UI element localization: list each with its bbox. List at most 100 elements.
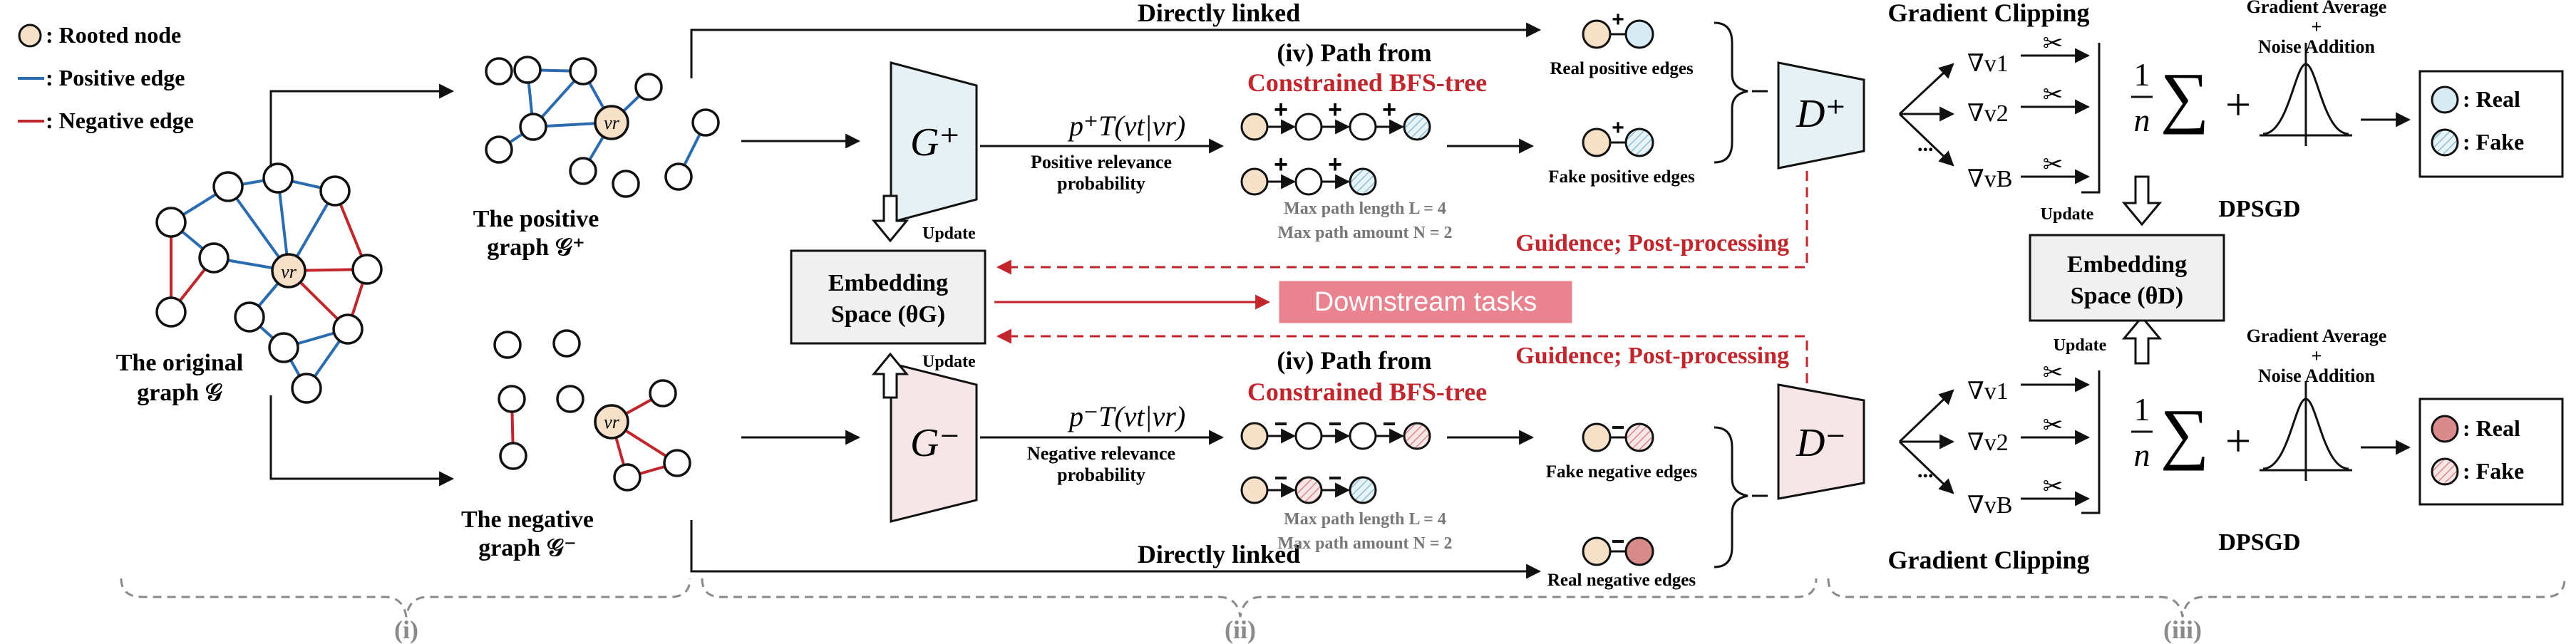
real-label-bottom: : Real — [2463, 415, 2520, 441]
real-label-top: : Real — [2463, 86, 2520, 112]
scissors-icons-bottom: ✂ ✂ ✂ — [2043, 358, 2064, 501]
positive-root-label: vr — [604, 113, 620, 133]
legend-rooted-node: : Rooted node — [46, 22, 181, 48]
generator-positive: G⁺ — [890, 61, 978, 224]
positive-graph-label-2: graph 𝒢⁺ — [487, 234, 585, 261]
section-label-i: (i) — [394, 616, 418, 644]
neg-path-1 — [1240, 422, 1431, 450]
grad-v2-bottom: ∇v2 — [1967, 430, 2009, 456]
neg-prob-formula: p⁻T(vt|vr) — [1067, 400, 1185, 432]
disc-update-top: Update — [2041, 205, 2094, 224]
svg-text:+: + — [1274, 96, 1288, 123]
fake-positive-edges-label: Fake positive edges — [1548, 167, 1695, 187]
real-negative-edge-icon — [1582, 536, 1654, 566]
scissors-icons-top: ✂ ✂ ✂ — [2043, 29, 2064, 179]
svg-text:+: + — [2225, 79, 2251, 130]
grad-avg-bottom-2: + — [2312, 346, 2322, 366]
pos-path-2-plus-signs: ++ — [1274, 151, 1342, 178]
scissors-icon: ✂ — [2043, 150, 2064, 179]
grad-v1-bottom: ∇v1 — [1967, 378, 2009, 405]
pos-path-1-plus-signs: + + + — [1274, 96, 1396, 123]
real-fake-legend-top: : Real : Fake — [2418, 70, 2564, 178]
svg-text:n: n — [2134, 437, 2150, 473]
generator-update-bottom: Update — [922, 353, 976, 371]
negative-root-label: vr — [604, 412, 620, 432]
svg-text:+: + — [1382, 96, 1396, 123]
svg-text:+: + — [2225, 415, 2251, 466]
discriminator-positive-label: D⁺ — [1796, 92, 1846, 136]
rooted-node-legend-icon — [18, 24, 42, 48]
clip-bracket-top — [2081, 43, 2101, 194]
neg-prob-label-1: Negative relevance — [1027, 443, 1175, 464]
section-label-iii: (iii) — [2163, 616, 2202, 644]
svg-text:1: 1 — [2134, 391, 2150, 427]
grad-avg-top-2: + — [2312, 16, 2322, 37]
clip-arrows-top — [2021, 48, 2091, 185]
real-fake-legend-bottom: : Real : Fake — [2418, 398, 2564, 506]
real-positive-edge-plus: + — [1612, 8, 1624, 31]
noise-curve-top — [2260, 43, 2352, 146]
svg-text:+: + — [1274, 151, 1288, 178]
update-arrow-gen-top — [871, 194, 910, 243]
svg-text:1: 1 — [2134, 56, 2150, 93]
embedding-g-line1: Embedding — [828, 270, 948, 296]
original-graph-label-1: The original — [116, 350, 244, 376]
svg-text:∑: ∑ — [2160, 58, 2209, 135]
brace-top — [1714, 21, 1748, 164]
scissors-icon: ✂ — [2043, 358, 2064, 387]
gradient-clipping-bottom: Gradient Clipping — [1887, 546, 2089, 574]
fake-negative-edge-icon — [1582, 422, 1654, 452]
grad-v2-top: ∇v2 — [1967, 100, 2009, 127]
bfs-tree-top: Constrained BFS-tree — [1247, 68, 1487, 97]
discriminator-negative: D⁻ — [1777, 383, 1865, 500]
path-title-bottom: (iv) Path from — [1277, 346, 1431, 375]
grad-dots-bottom: ... — [1917, 459, 1934, 482]
real-negative-edges-label: Real negative edges — [1547, 571, 1696, 590]
original-graph-label-2: graph 𝒢 — [137, 380, 222, 406]
pos-prob-label-1: Positive relevance — [1031, 152, 1172, 172]
legend: : Rooted node : Positive edge : Negative… — [18, 22, 194, 133]
embedding-space-g: Embedding Space (θG) — [790, 249, 986, 345]
bfs-tree-bottom: Constrained BFS-tree — [1247, 378, 1487, 406]
pos-prob-label-2: probability — [1057, 173, 1145, 194]
max-length-top: Max path length L = 4 — [1284, 199, 1446, 218]
dpsgd-bottom: DPSGD — [2218, 529, 2300, 556]
positive-graph-label-1: The positive — [473, 206, 599, 232]
positive-graph: vr The positive graph 𝒢⁺ — [473, 56, 720, 261]
negative-graph: vr The negative graph 𝒢⁻ — [461, 329, 691, 561]
section-braces — [120, 578, 2566, 618]
neg-path-2 — [1240, 476, 1377, 504]
legend-positive-edge: : Positive edge — [46, 65, 185, 90]
generator-negative-label: G⁻ — [910, 421, 960, 465]
generator-positive-label: G⁺ — [910, 120, 960, 165]
dpsgd-top: DPSGD — [2218, 196, 2300, 222]
svg-text:+: + — [1328, 96, 1342, 123]
pos-path-2 — [1240, 167, 1377, 196]
positive-root-node — [594, 105, 629, 140]
svg-text:∑: ∑ — [2160, 395, 2209, 471]
embedding-space-d: Embedding Space (θD) — [2029, 234, 2225, 322]
clip-arrows-bottom — [2021, 377, 2091, 507]
svg-text:+: + — [1328, 151, 1342, 178]
scissors-icon: ✂ — [2043, 411, 2064, 440]
directly-linked-bottom: Directly linked — [1138, 540, 1300, 568]
discriminator-negative-label: D⁻ — [1796, 421, 1846, 465]
fake-positive-edge-icon — [1582, 128, 1654, 157]
fake-label-top: : Fake — [2463, 129, 2524, 155]
update-arrow-disc-bottom — [2121, 315, 2163, 365]
original-root-label: vr — [281, 261, 297, 282]
directly-linked-lines — [690, 22, 1542, 579]
negative-graph-label-2: graph 𝒢⁻ — [478, 535, 577, 561]
real-positive-edge-icon — [1582, 19, 1654, 49]
path-title-top: (iv) Path from — [1277, 38, 1431, 67]
grad-dots-top: ... — [1917, 133, 1934, 156]
negative-graph-label-1: The negative — [461, 507, 594, 533]
svg-text:n: n — [2134, 102, 2150, 138]
grad-avg-top-3: Noise Addition — [2258, 36, 2376, 57]
embedding-d-line2: Space (θD) — [2071, 283, 2183, 309]
fake-negative-edges-label: Fake negative edges — [1546, 462, 1698, 482]
pos-prob-formula: p⁺T(vt|vr) — [1067, 110, 1185, 142]
downstream-box: Downstream tasks — [1279, 281, 1572, 323]
grad-v1-top: ∇v1 — [1967, 51, 2009, 77]
grad-avg-bottom-3: Noise Addition — [2258, 365, 2376, 386]
